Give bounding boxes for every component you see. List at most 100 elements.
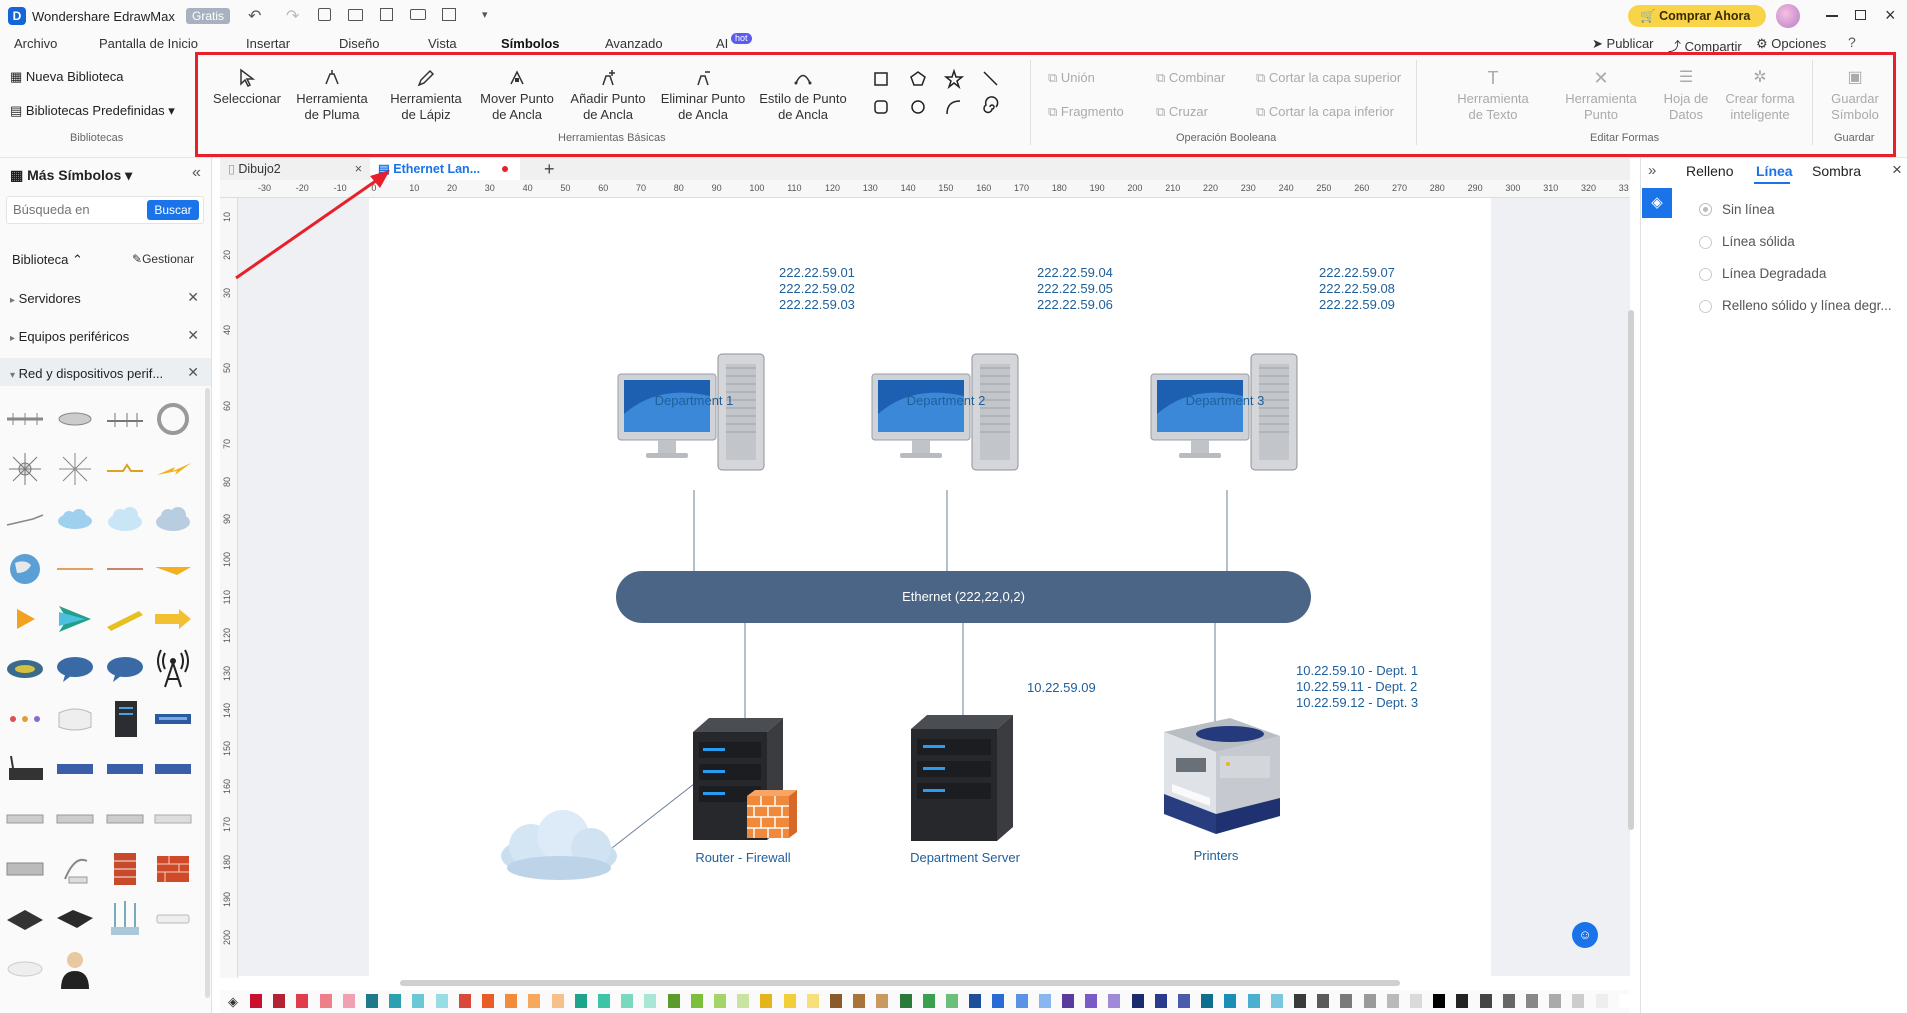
manage-button[interactable]: ✎Gestionar — [132, 252, 195, 266]
radio-relleno-solido[interactable] — [1699, 300, 1712, 313]
color-swatch[interactable] — [1595, 994, 1608, 1008]
symbol-cloud-grey[interactable] — [152, 498, 194, 540]
tab-dibujo2[interactable]: ▯ Dibujo2× — [220, 158, 370, 180]
fill-bucket-icon[interactable]: ◈ — [228, 994, 238, 1009]
symbol-satellite[interactable] — [54, 848, 96, 890]
option-linea-degradada[interactable]: Línea Degradada — [1722, 266, 1827, 281]
menu-diseno[interactable]: Diseño — [339, 36, 380, 51]
radio-linea-solida[interactable] — [1699, 236, 1712, 249]
symbol-line-orange[interactable] — [54, 548, 96, 590]
tab-ethernet-lan[interactable]: ▤ Ethernet Lan... — [370, 158, 520, 180]
ai-assistant-icon[interactable]: ☺ — [1572, 922, 1598, 948]
radio-sin-linea[interactable] — [1699, 203, 1712, 216]
symbol-link-line[interactable] — [4, 498, 46, 540]
symbol-firewall-small[interactable] — [104, 848, 146, 890]
open-icon[interactable] — [348, 9, 363, 21]
color-swatch[interactable] — [783, 994, 796, 1008]
symbol-user[interactable] — [54, 948, 96, 990]
vertical-scrollbar[interactable] — [1628, 310, 1634, 830]
symbol-dots[interactable] — [4, 698, 46, 740]
color-swatch[interactable] — [1549, 994, 1562, 1008]
help-icon[interactable]: ? — [1848, 34, 1856, 50]
tab-linea[interactable]: Línea — [1756, 163, 1793, 179]
color-swatch[interactable] — [1062, 994, 1074, 1008]
symbol-disk[interactable] — [4, 648, 46, 690]
color-swatch[interactable] — [342, 994, 355, 1008]
color-swatch[interactable] — [250, 994, 262, 1008]
search-input[interactable] — [13, 202, 133, 217]
color-swatch[interactable] — [1085, 994, 1098, 1008]
category-red[interactable]: ▾ Red y dispositivos perif... — [10, 366, 164, 381]
color-swatch[interactable] — [992, 994, 1005, 1008]
more-symbols-title[interactable]: ▦ Más Símbolos ▾ — [10, 167, 133, 183]
color-swatch[interactable] — [1201, 994, 1214, 1008]
symbol-patch-1[interactable] — [4, 798, 46, 840]
new-library-button[interactable]: ▦ Nueva Biblioteca — [10, 69, 124, 84]
color-swatch[interactable] — [1038, 994, 1051, 1008]
color-swatch[interactable] — [1154, 994, 1167, 1008]
menu-archivo[interactable]: Archivo — [14, 36, 58, 51]
color-swatch[interactable] — [690, 994, 703, 1008]
symbol-disc-white[interactable] — [4, 948, 46, 990]
color-swatch[interactable] — [1317, 994, 1330, 1008]
color-swatch[interactable] — [1479, 994, 1492, 1008]
color-swatch[interactable] — [598, 994, 610, 1008]
symbol-ring[interactable] — [152, 398, 194, 440]
symbol-arrow-multi[interactable] — [54, 598, 96, 640]
category-servidores[interactable]: ▸ Servidores — [10, 291, 81, 306]
symbol-bus[interactable] — [104, 398, 146, 440]
color-swatch[interactable] — [830, 994, 842, 1008]
color-swatch[interactable] — [1340, 994, 1353, 1008]
color-swatch[interactable] — [1270, 994, 1283, 1008]
menu-ai[interactable]: AI — [716, 36, 729, 51]
color-swatch[interactable] — [899, 994, 912, 1008]
label-router-firewall[interactable]: Router - Firewall — [695, 850, 791, 865]
color-swatch[interactable] — [876, 994, 889, 1008]
symbol-lightning-line[interactable] — [104, 448, 146, 490]
symbol-hub[interactable] — [4, 398, 46, 440]
cut-bottom-button[interactable]: ⧉ Cortar la capa inferior — [1256, 104, 1394, 119]
label-department-3[interactable]: Department 3 — [1185, 393, 1265, 408]
tab-relleno[interactable]: Relleno — [1686, 163, 1734, 179]
ethernet-label[interactable]: Ethernet (222,22,0,2) — [902, 589, 1025, 604]
search-button[interactable]: Buscar — [147, 200, 199, 220]
color-swatch[interactable] — [644, 994, 657, 1008]
symbol-cloud-light[interactable] — [104, 498, 146, 540]
option-linea-solida[interactable]: Línea sólida — [1722, 234, 1795, 249]
label-department-server[interactable]: Department Server — [910, 850, 1020, 865]
color-swatch[interactable] — [412, 994, 425, 1008]
union-button[interactable]: ⧉ Unión — [1048, 70, 1095, 85]
symbol-arrow-right[interactable] — [152, 598, 194, 640]
server-ip[interactable]: 10.22.59.09 — [1027, 680, 1096, 695]
drawing-page[interactable]: Department 1 Department 2 Department 3 2… — [369, 198, 1491, 976]
symbol-switch-1[interactable] — [54, 748, 96, 790]
color-swatch[interactable] — [1131, 994, 1144, 1008]
color-swatch[interactable] — [1294, 994, 1306, 1008]
horizontal-scrollbar[interactable] — [400, 980, 1400, 986]
symbol-star-lines[interactable] — [54, 448, 96, 490]
color-swatch[interactable] — [389, 994, 402, 1008]
collapse-icon[interactable]: « — [192, 164, 201, 181]
symbol-patch-3[interactable] — [104, 798, 146, 840]
publish-button[interactable]: ➤ Publicar — [1592, 36, 1654, 51]
export-icon[interactable] — [442, 8, 456, 21]
color-swatch[interactable] — [1247, 994, 1260, 1008]
color-swatch[interactable] — [714, 994, 726, 1008]
radio-linea-degradada[interactable] — [1699, 268, 1712, 281]
color-swatch[interactable] — [806, 994, 819, 1008]
color-swatch[interactable] — [1224, 994, 1237, 1008]
symbol-star-network[interactable] — [4, 448, 46, 490]
color-swatch[interactable] — [319, 994, 332, 1008]
symbol-router[interactable] — [4, 748, 46, 790]
new-icon[interactable] — [318, 8, 331, 21]
color-swatch[interactable] — [505, 994, 518, 1008]
